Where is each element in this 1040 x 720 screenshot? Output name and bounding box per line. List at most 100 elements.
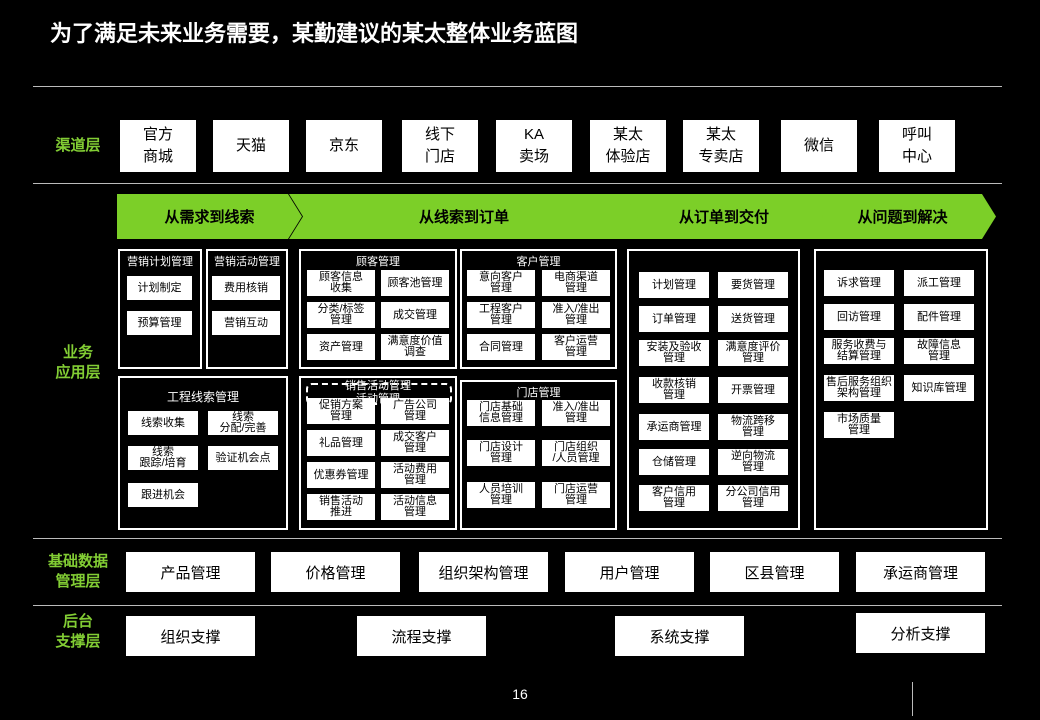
module-box: 成交客户 管理 [381,430,449,456]
module-box: 准入/准出 管理 [542,302,610,328]
module-box: 活动费用 管理 [381,462,449,488]
panel-title: 顾客管理 [356,256,400,268]
panel-title: 工程线索管理 [166,390,239,404]
base-module: 区县管理 [710,552,839,592]
module-box: 计划制定 [127,276,192,300]
stage-label: 从订单到交付 [678,209,769,226]
divider [33,538,1002,539]
panel-title: 营销活动管理 [214,256,280,268]
module-box: 工程客户 管理 [467,302,535,328]
module-box: 分公司信用 管理 [718,485,788,511]
module-box: 承运商管理 [639,414,709,440]
panel-store [460,380,617,530]
panel-project-lead [118,376,288,530]
module-box: 费用核销 [212,276,280,300]
module-box: 分类/标签 管理 [307,302,375,328]
module-box: 销售活动 推进 [307,494,375,520]
module-box: 跟进机会 [128,483,198,507]
module-box: 配件管理 [904,304,974,330]
module-box: 意向客户 管理 [467,270,535,296]
module-box: 送货管理 [718,306,788,332]
backend-module: 流程支撑 [357,616,486,656]
layer-label-channel: 渠道层 [55,137,101,154]
module-box: 客户信用 管理 [639,485,709,511]
module-box: 礼品管理 [307,430,375,456]
module-box: 线索 分配/完善 [208,411,278,435]
module-box: 派工管理 [904,270,974,296]
divider [33,183,1002,184]
module-box: 售后服务组织 架构管理 [824,375,894,401]
module-box: 物流跨移 管理 [718,414,788,440]
stage-order-to-delivery: 从订单到交付 [624,194,824,239]
channel-offline-store: 线下 门店 [402,120,478,172]
channel-tmall: 天猫 [213,120,289,172]
base-module: 用户管理 [565,552,694,592]
channel-ka: KA 卖场 [496,120,572,172]
page-title: 为了满足未来业务需要，某勤建议的某太整体业务蓝图 [50,21,579,46]
module-box: 顾客池管理 [381,270,449,296]
module-box: 开票管理 [718,377,788,403]
module-box: 满意度评价 管理 [718,340,788,366]
panel-marketing-plan [118,249,202,369]
channel-experience-store: 某太 体验店 [590,120,666,172]
base-module: 组织架构管理 [419,552,548,592]
module-box: 满意度价值 调查 [381,334,449,360]
backend-module: 组织支撑 [126,616,255,656]
backend-module: 分析支撑 [856,613,985,653]
stage-label: 从问题到解决 [857,209,948,226]
module-box: 成交管理 [381,302,449,328]
module-box: 服务收费与 结算管理 [824,338,894,364]
module-box: 要货管理 [718,272,788,298]
stage-demand-to-lead: 从需求到线索 [117,194,302,239]
panel-title: 客户管理 [516,256,561,268]
module-box: 订单管理 [639,306,709,332]
divider [33,86,1002,87]
channel-call-center: 呼叫 中心 [879,120,955,172]
module-box: 广告公司 管理 [381,398,449,424]
module-box: 客户运营 管理 [542,334,610,360]
module-box: 收款核销 管理 [639,377,709,403]
panel-title: 营销计划管理 [127,256,193,268]
module-box: 门店组织 /人员管理 [542,440,610,466]
module-box: 资产管理 [307,334,375,360]
module-box: 安装及验收 管理 [639,340,709,366]
module-box: 准入/准出 管理 [542,400,610,426]
base-module: 承运商管理 [856,552,985,592]
panel-customer [299,249,457,369]
module-box: 市场质量 管理 [824,412,894,438]
module-box: 逆向物流 管理 [718,449,788,475]
module-box: 电商渠道 管理 [542,270,610,296]
module-box: 合同管理 [467,334,535,360]
module-box: 仓储管理 [639,449,709,475]
stage-problem-to-solution: 从问题到解决 [809,194,996,239]
module-box: 营销互动 [212,311,280,335]
module-box: 诉求管理 [824,270,894,296]
panel-problem-solution [814,249,988,530]
footer-divider [912,682,913,716]
stage-lead-to-order: 从线索到订单 [289,194,639,239]
module-box: 人员培训 管理 [467,482,535,508]
panel-sales-activity [299,376,457,530]
layer-label-base: 基础数据 管理层 [47,553,108,590]
module-box: 故障信息 管理 [904,338,974,364]
layer-label-business: 业务 应用层 [55,344,101,381]
panel-title: 门店管理 [516,387,561,399]
page-number: 16 [512,686,528,702]
base-module: 产品管理 [126,552,255,592]
base-module: 价格管理 [271,552,400,592]
module-box: 知识库管理 [904,375,974,401]
channel-wechat: 微信 [781,120,857,172]
module-box: 线索 跟踪/培育 [128,446,198,470]
module-box: 门店设计 管理 [467,440,535,466]
module-box: 活动信息 管理 [381,494,449,520]
stage-label: 从需求到线索 [164,209,255,226]
panel-order-delivery [627,249,800,530]
divider [33,605,1002,606]
module-box: 验证机会点 [208,446,278,470]
panel-marketing-activity [206,249,288,369]
module-box: 计划管理 [639,272,709,298]
channel-franchise-store: 某太 专卖店 [683,120,759,172]
module-box: 预算管理 [127,311,192,335]
stage-label: 从线索到订单 [418,209,509,226]
layer-label-backend: 后台 支撑层 [55,613,101,650]
